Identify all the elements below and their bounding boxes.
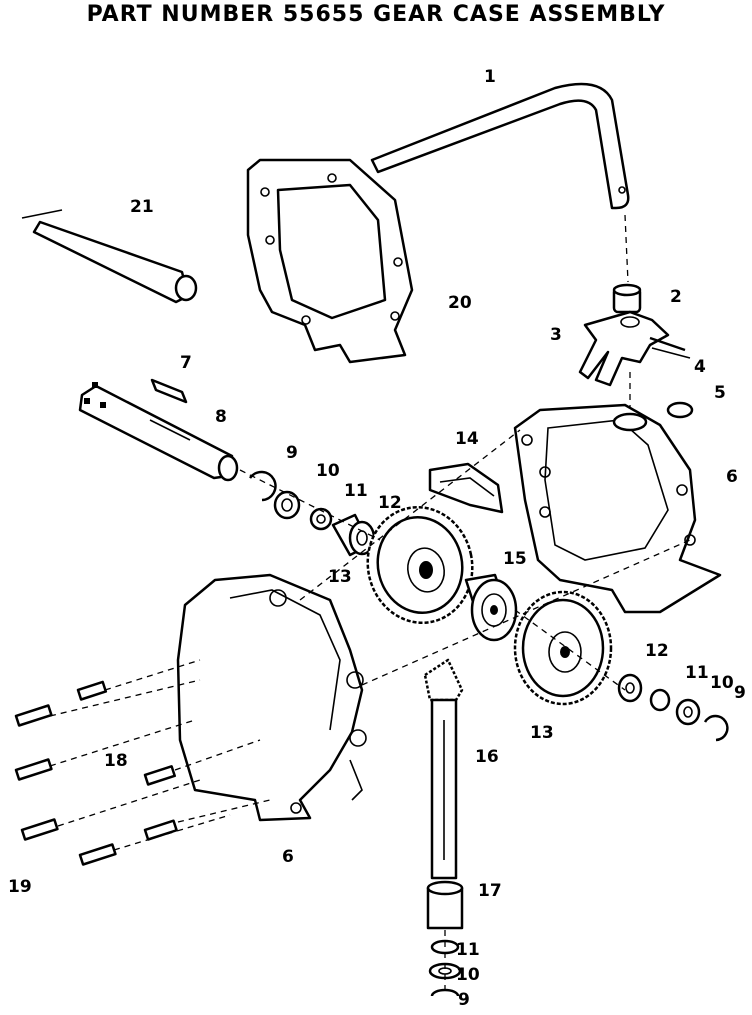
part-3-shift-fork	[578, 310, 670, 387]
part-21-tube	[21, 209, 198, 304]
callout-13-right: 13	[530, 723, 554, 743]
callout-10-left: 10	[316, 461, 340, 481]
part-9-snap-ring-bottom	[430, 988, 460, 997]
callout-5: 5	[714, 383, 726, 403]
callout-21: 21	[130, 197, 154, 217]
callout-13-left: 13	[328, 567, 352, 587]
callout-9-left: 9	[286, 443, 298, 463]
part-4-pin	[649, 336, 691, 359]
callout-11-left: 11	[344, 481, 368, 501]
part-20-gasket-plate	[246, 158, 414, 364]
callout-7: 7	[180, 353, 192, 373]
part-6-gear-case-upper	[513, 403, 722, 614]
part-9-snap-ring-right	[703, 714, 729, 742]
callout-18: 18	[104, 751, 128, 771]
part-12-bearing-left	[331, 513, 376, 557]
callout-3: 3	[550, 325, 562, 345]
part-1-shift-rod	[370, 82, 630, 283]
part-12-bearing-right	[617, 673, 643, 703]
part-8-shaft	[78, 382, 239, 482]
callout-9-bottom: 9	[458, 990, 470, 1010]
callout-12-left: 12	[378, 493, 402, 513]
part-2-collar	[612, 283, 642, 314]
callout-8: 8	[215, 407, 227, 427]
callout-10-bottom: 10	[456, 965, 480, 985]
part-9-snap-ring-left	[248, 470, 277, 502]
callout-12-right: 12	[645, 641, 669, 661]
part-19-screws	[14, 704, 117, 866]
callout-20: 20	[448, 293, 472, 313]
callout-19: 19	[8, 877, 32, 897]
part-11-spacer-right	[649, 688, 671, 712]
callout-2: 2	[670, 287, 682, 307]
assembly-lines	[49, 429, 691, 990]
callout-11-bottom: 11	[456, 940, 480, 960]
part-15-clutch	[464, 573, 518, 642]
part-13-bevel-gear-left	[366, 505, 474, 625]
part-14-bracket	[428, 462, 504, 514]
callout-labels: 1 2 3 4 5 6 6 7 8 9 9 9 10 10 10 11 11 1…	[8, 67, 746, 1010]
callout-15: 15	[503, 549, 527, 569]
part-10-washer-right	[675, 698, 701, 726]
part-18-bolts	[76, 680, 178, 841]
callout-14: 14	[455, 429, 479, 449]
part-16-pinion-shaft	[423, 658, 464, 880]
callout-4: 4	[694, 357, 706, 377]
callout-11-right: 11	[685, 663, 709, 683]
part-5-plug	[666, 401, 694, 419]
callout-6-lower: 6	[282, 847, 294, 867]
callout-6-upper: 6	[726, 467, 738, 487]
part-10-washer-left	[273, 490, 301, 520]
callout-17: 17	[478, 881, 502, 901]
callout-1: 1	[484, 67, 496, 87]
part-17-bushing	[426, 880, 464, 930]
part-11-spacer-left	[309, 507, 333, 531]
diagram-title: PART NUMBER 55655 GEAR CASE ASSEMBLY	[86, 2, 666, 27]
callout-16: 16	[475, 747, 499, 767]
part-13-spur-gear-right	[513, 590, 613, 706]
part-7-key	[150, 378, 188, 404]
part-6-gear-case-lower	[176, 573, 367, 822]
callout-10-right: 10	[710, 673, 734, 693]
callout-9-right: 9	[734, 683, 746, 703]
